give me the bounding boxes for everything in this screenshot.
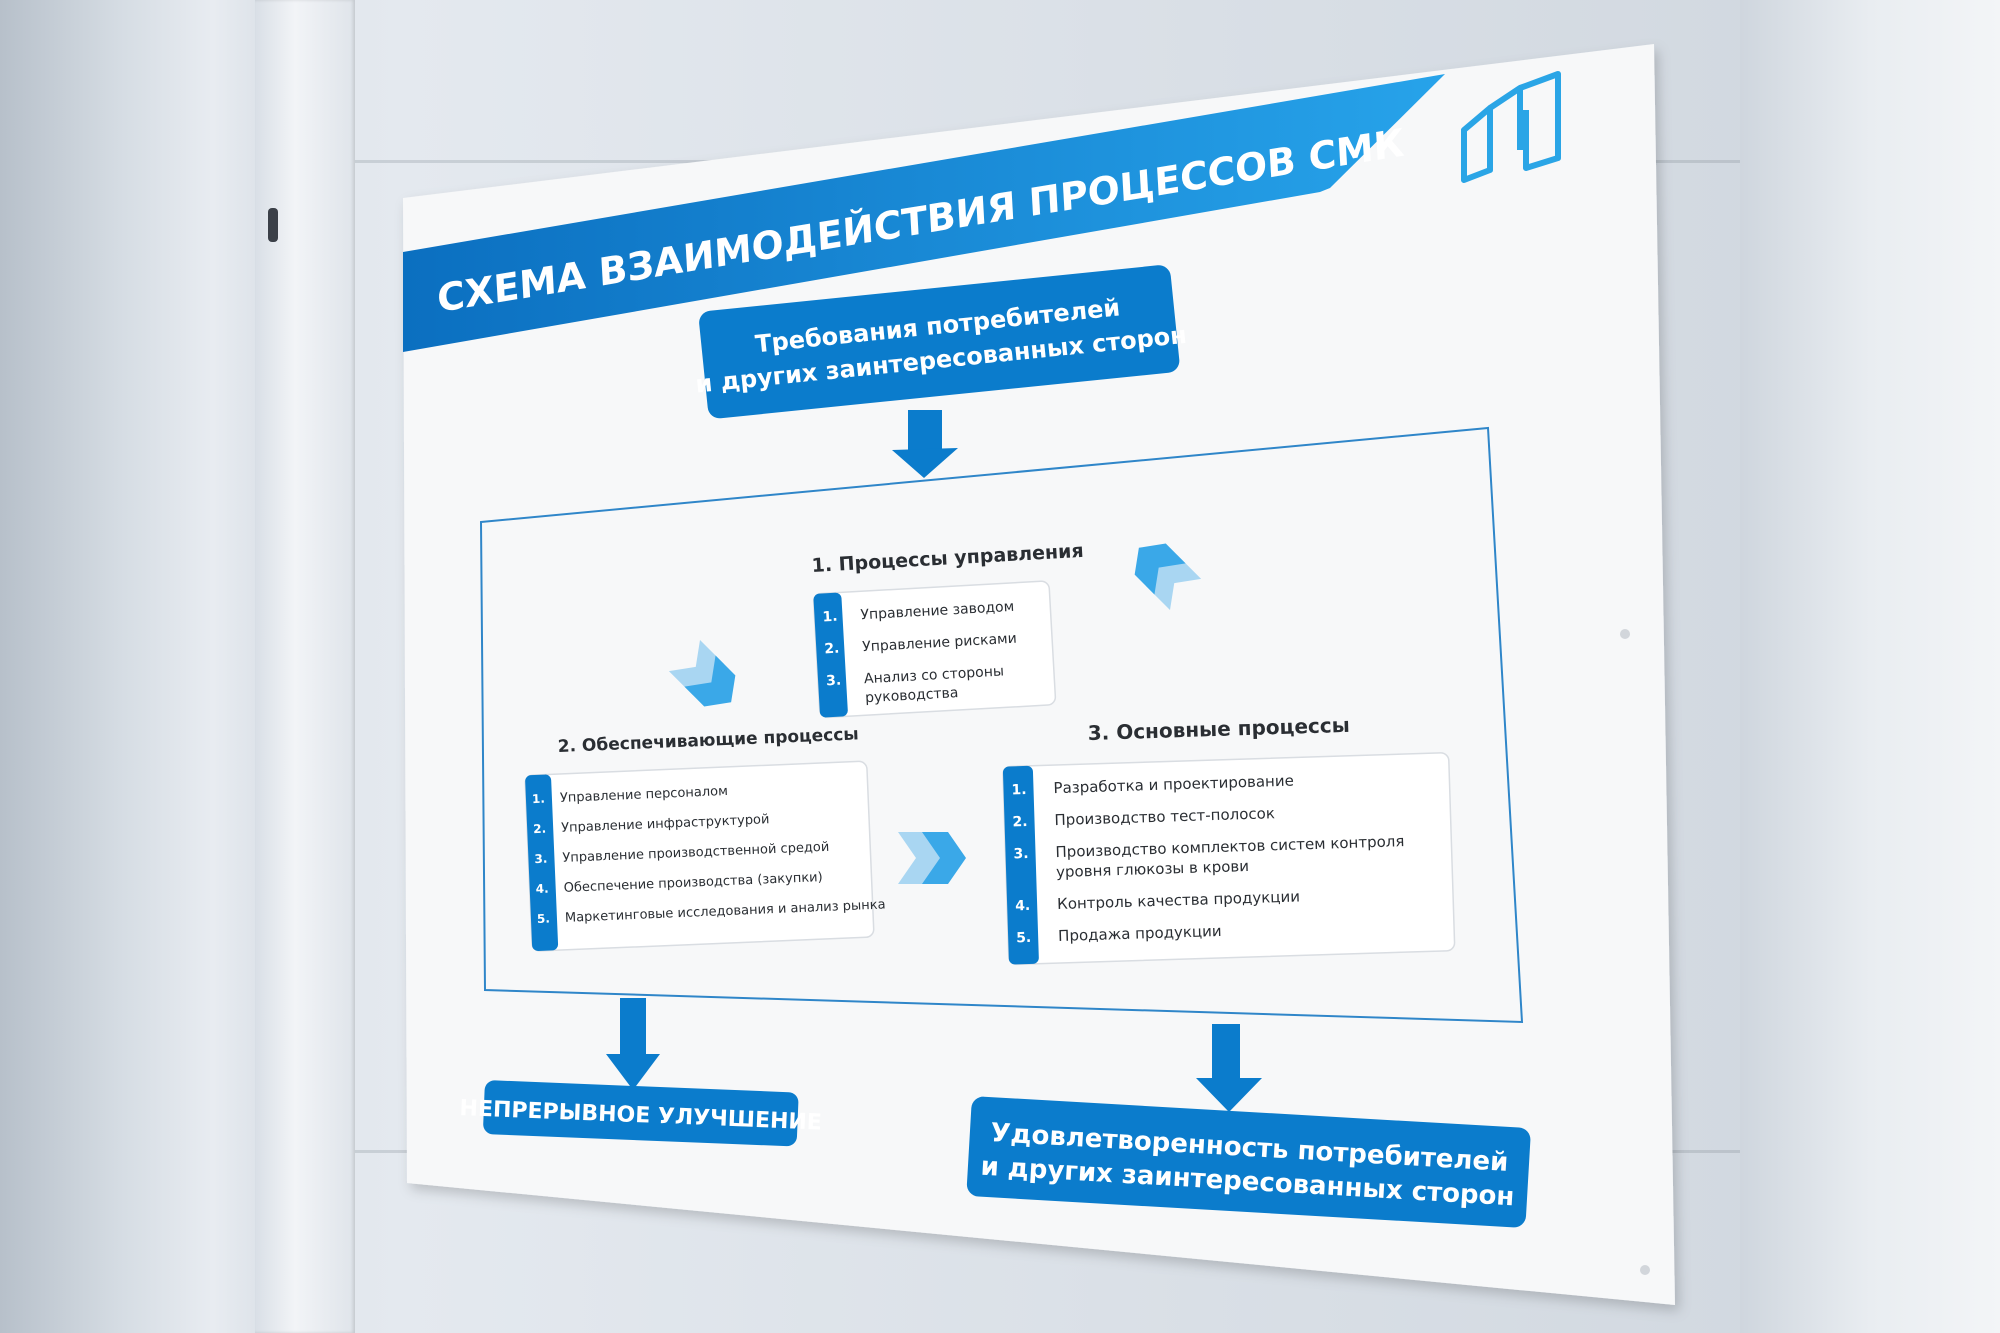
core-item-number: 2. bbox=[1012, 814, 1028, 830]
management-list-stripe bbox=[813, 592, 848, 718]
down-arrow-icon bbox=[892, 410, 958, 478]
core-item-number: 4. bbox=[1015, 898, 1031, 914]
support-item-label: Управление персоналом bbox=[560, 784, 729, 806]
management-processes: 1. Процессы управления 1.Управление заво… bbox=[811, 540, 1084, 719]
continuous-improvement-box: НЕПРЕРЫВНОЕ УЛУЧШЕНИЕ bbox=[459, 1080, 822, 1147]
support-item-number: 1. bbox=[532, 792, 545, 807]
management-item-number: 3. bbox=[826, 673, 842, 690]
support-processes: 2. Обеспечивающие процессы 1.Управление … bbox=[524, 724, 886, 952]
support-list-stripe bbox=[525, 774, 559, 952]
management-item-number: 2. bbox=[824, 641, 840, 658]
wall-slot bbox=[268, 208, 278, 242]
support-item-number: 5. bbox=[537, 911, 550, 926]
core-item-number: 3. bbox=[1013, 846, 1029, 862]
input-requirements-box: Требования потребителей и других заинтер… bbox=[694, 265, 1188, 419]
process-frame bbox=[479, 426, 1524, 1024]
wall-right bbox=[1740, 0, 2000, 1333]
management-item-number: 1. bbox=[822, 609, 838, 626]
chevron-arrows-icon bbox=[898, 832, 966, 884]
core-item-number: 5. bbox=[1016, 930, 1032, 946]
support-item-number: 2. bbox=[533, 822, 546, 837]
chevron-arrows-icon bbox=[668, 640, 736, 707]
support-item-number: 4. bbox=[535, 882, 548, 897]
core-list-stripe bbox=[1002, 765, 1039, 965]
core-item-number: 1. bbox=[1011, 782, 1027, 798]
support-item-number: 3. bbox=[534, 852, 547, 867]
core-list-card bbox=[1002, 752, 1456, 966]
management-item-label: Анализ со стороны bbox=[864, 663, 1005, 687]
logo-mark-icon bbox=[1461, 71, 1561, 183]
management-item-label: руководства bbox=[865, 685, 959, 706]
core-item-label: Продажа продукции bbox=[1058, 922, 1222, 945]
screw bbox=[1620, 629, 1630, 639]
chevron-arrows-icon bbox=[1134, 543, 1202, 610]
down-arrow-icon bbox=[606, 998, 660, 1090]
screw bbox=[1640, 1265, 1650, 1275]
down-arrow-icon bbox=[1196, 1024, 1262, 1112]
